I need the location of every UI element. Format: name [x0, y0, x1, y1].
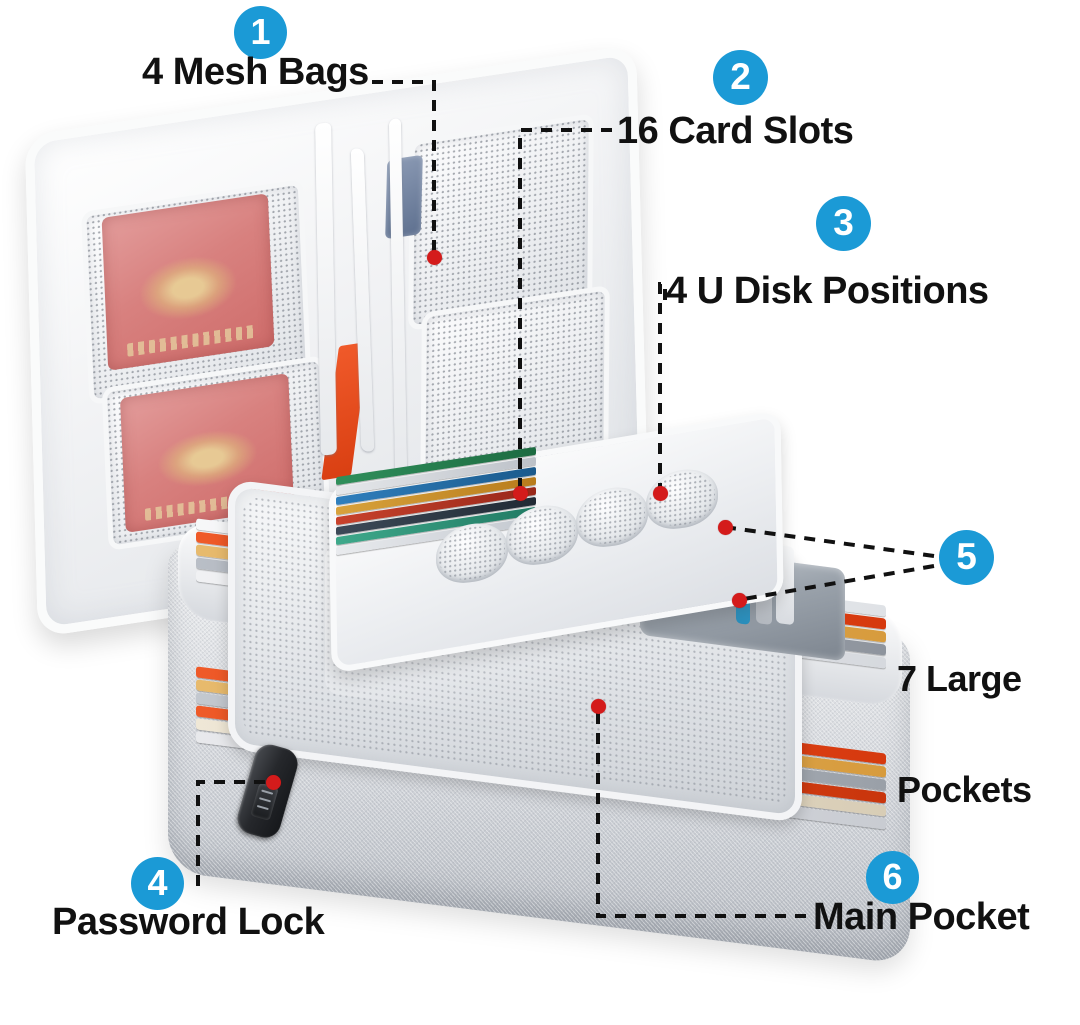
callout-badge-1[interactable]: 1 [234, 6, 287, 59]
callout-label-mesh-bags: 4 Mesh Bags [142, 51, 369, 93]
passport-crest-icon [138, 250, 238, 326]
callout-badge-4-number: 4 [147, 861, 168, 903]
callout-badge-3-number: 3 [833, 202, 854, 243]
callout-badge-5[interactable]: 5 [939, 530, 994, 585]
callout-badge-1-number: 1 [250, 10, 271, 52]
callout-label-large-pockets: 7 Large Pockets [897, 588, 1032, 882]
callout-badge-5-number: 5 [956, 536, 977, 577]
callout-label-card-slots: 16 Card Slots [617, 110, 854, 152]
callout-badge-2[interactable]: 2 [713, 50, 768, 105]
callout-label-main-pocket: Main Pocket [813, 896, 1030, 938]
marker-dot-mesh-bags [427, 250, 442, 265]
callout-label-password-lock: Password Lock [52, 901, 325, 943]
marker-dot-pocket-a [718, 520, 733, 535]
marker-dot-u-disk [653, 486, 668, 501]
callout-label-large-pockets-line2: Pockets [897, 768, 1032, 810]
callout-badge-2-number: 2 [730, 56, 751, 97]
marker-dot-card-slots [513, 486, 528, 501]
callout-badge-6[interactable]: 6 [866, 851, 919, 904]
marker-dot-main-pocket [591, 699, 606, 714]
marker-dot-lock [266, 775, 281, 790]
callout-label-u-disk-positions: 4 U Disk Positions [666, 270, 989, 312]
marker-dot-pocket-b [732, 593, 747, 608]
callout-badge-3[interactable]: 3 [816, 196, 871, 251]
callout-badge-6-number: 6 [882, 855, 903, 897]
callout-label-large-pockets-line1: 7 Large [897, 658, 1022, 700]
callout-badge-4[interactable]: 4 [131, 857, 184, 910]
passport-1 [101, 193, 275, 371]
